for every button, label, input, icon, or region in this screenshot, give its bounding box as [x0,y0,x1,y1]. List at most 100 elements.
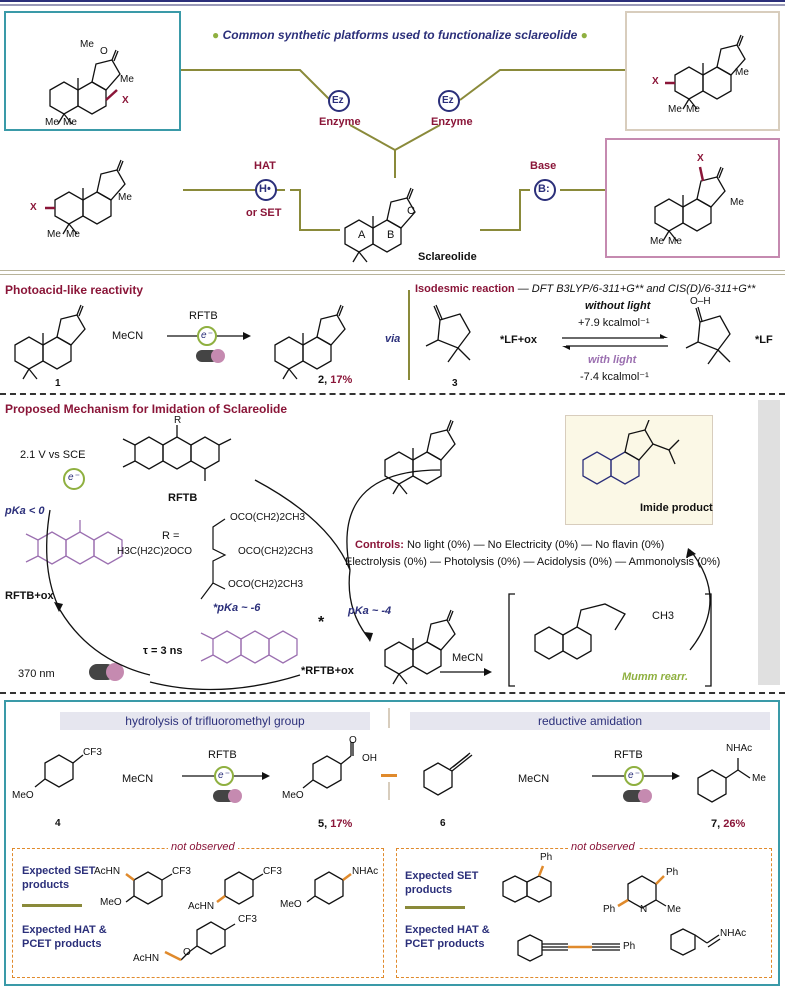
solvent-mecn: MeCN [112,330,144,342]
electron-badge [63,468,85,490]
hat-product-left [164,921,236,962]
lactone-3 [425,304,471,363]
r-chain-2: H3C(H2C)2OCO [117,546,193,557]
set-product-1 [125,871,173,905]
protonated-lactone [685,306,731,365]
sclareolide-label: Sclareolide [418,251,477,263]
ring-label-b: B [387,229,395,241]
isodesmic-title: Isodesmic reaction — DFT B3LYP/6-311+G**… [415,283,756,295]
left-band: hydrolysis of trifluoromethyl group [60,712,370,730]
nhac-label-7: NHAc [726,743,753,754]
o-label: O [183,947,191,958]
enzyme-label-right: Enzyme [431,116,473,128]
reaction-arrow-b1 [182,766,270,803]
meo-label: MeO [12,790,34,801]
meo-label: MeO [280,899,302,910]
compound-5-structure [302,742,354,789]
separator-3 [0,692,785,694]
ch3-label: CH3 [652,610,675,622]
ph-label: Ph [666,867,679,878]
compound-5: 5, 17% [318,818,353,830]
compound-1: 1 [55,378,61,389]
star-label: * [318,614,325,631]
top-connectors [181,69,625,231]
controls-line2: Electrolysis (0%) — Photolysis (0%) — Ac… [345,556,721,568]
olive-rule-left [22,904,82,907]
mumm-label: Mumm rearr. [622,671,689,683]
sclareolide-x-topleft [49,49,121,125]
me-label: Me [47,229,61,240]
without-light: without light [585,300,651,312]
compound-3: 3 [452,378,458,389]
rftb-star-label: *RFTB+ox [301,665,354,677]
compound-7-structure [697,758,751,803]
beige-box [625,11,780,131]
ph-label: Ph [603,904,616,915]
compound-7: 7, 26% [711,818,746,830]
set-product-2 [216,871,264,905]
n-label: N [640,904,648,915]
reaction-arrow-b2 [592,766,680,803]
center-divider-bottom [388,782,390,800]
nhac-label: NHAc [352,866,379,877]
not-observed-right: not observed [568,841,638,853]
cf3-label: CF3 [83,747,102,758]
ring-label-a: A [358,229,366,241]
me-label: Me [45,117,59,128]
via-label: via [385,333,401,345]
potential-label: 2.1 V vs SCE [20,449,86,461]
sclareolide-mech [384,419,456,495]
mechanism-title: Proposed Mechanism for Imidation of Scla… [5,402,288,416]
separator-2 [0,393,785,395]
me-label: Me [686,104,700,115]
cf3-label: CF3 [263,866,282,877]
x-label: X [122,95,129,106]
r-chain-4: OCO(CH2)2CH3 [228,579,304,590]
electron-b2: e⁻ [628,770,639,781]
h-badge-text: H• [259,183,271,195]
me-label: Me [650,236,664,247]
photoacid-title: Photoacid-like reactivity [5,283,144,297]
energy-light: -7.4 kcalmol⁻¹ [580,371,649,383]
o-label: O [100,46,108,57]
sclareolide-alpha-x [654,166,726,242]
compound-6-structure [423,752,473,796]
mumm-bracket [508,593,712,687]
lf-ox: *LF+ox [500,334,537,346]
cf3-label: CF3 [172,866,191,877]
ph-label: Ph [623,941,636,952]
flavin-rftb-ox [25,520,123,565]
tau-label: τ = 3 ns [143,645,183,657]
oh-label: O–H [690,296,711,307]
energy-dark: +7.9 kcalmol⁻¹ [578,317,650,329]
set-product-3 [306,871,352,905]
rftb-ox-label: RFTB+ox [5,590,54,602]
b-badge-text: B: [538,183,550,195]
catalyst-b2: RFTB [614,749,643,761]
compound-6: 6 [440,818,446,829]
n-r-label: R [174,415,182,426]
pka-lt-0: pKa < 0 [5,505,45,517]
me-label: Me [668,236,682,247]
top-title: ● Common synthetic platforms used to fun… [212,28,588,42]
sclareolide-x-topright [665,34,746,110]
protonated-sclareolide [384,609,456,685]
hat-label: HAT [254,160,276,172]
base-label: Base [530,160,557,172]
enzyme-label-left: Enzyme [319,116,361,128]
meo-label: MeO [282,790,304,801]
catalyst-b1: RFTB [208,749,237,761]
o-label: O [349,735,357,746]
acnh-label: AcHN [94,866,121,877]
compound-4-structure [34,754,84,788]
me-label: Me [118,192,132,203]
wavelength-label: 370 nm [18,668,55,680]
ez-badge-left [328,90,350,112]
r-equals: R = [162,530,180,542]
me-label: Me [80,39,94,50]
set-pyridine [617,875,667,909]
solvent-mecn-mech: MeCN [452,652,484,664]
imide-2 [274,304,346,380]
via-divider [408,290,410,380]
meo-label: MeO [100,897,122,908]
